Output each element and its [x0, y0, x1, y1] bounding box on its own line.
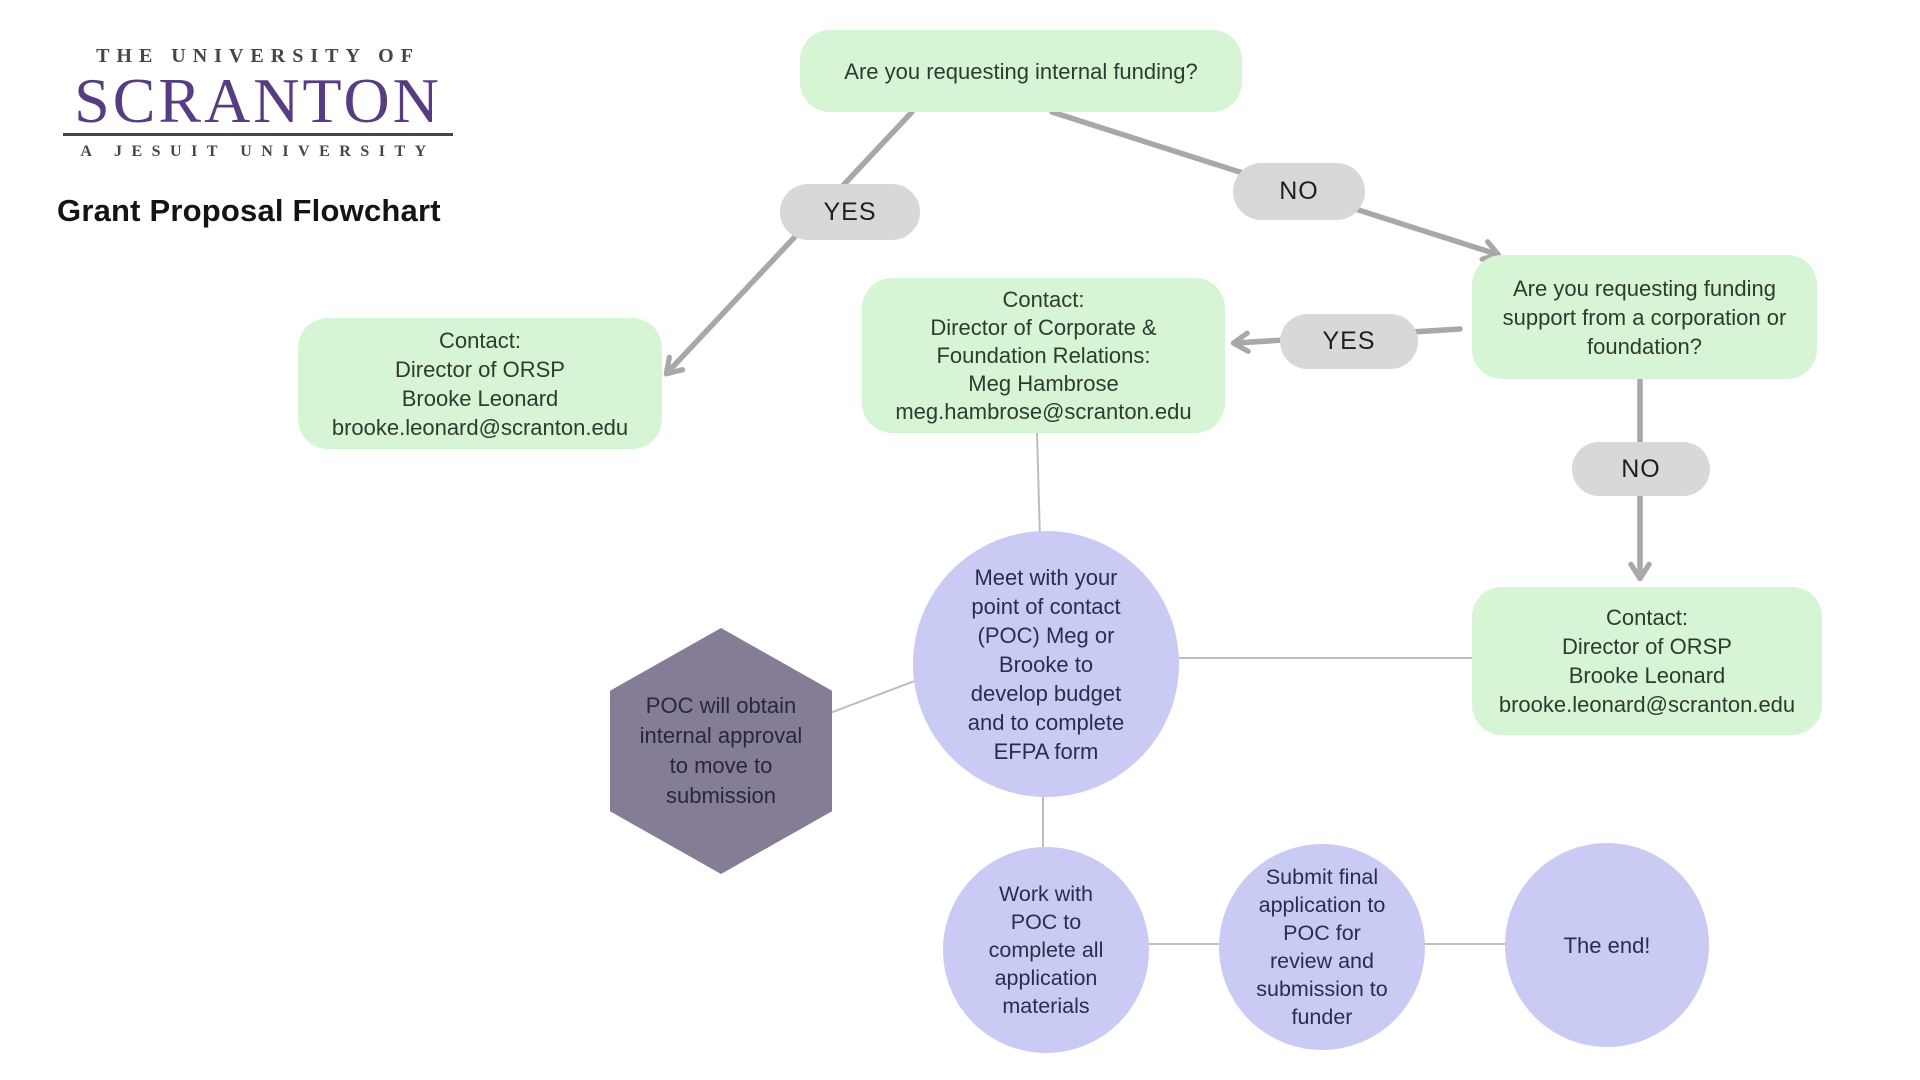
node-step-internal-approval: POC will obtain internal approval to mov… [610, 628, 832, 874]
node-contact-orsp-external: Contact: Director of ORSP Brooke Leonard… [1472, 587, 1822, 735]
label-no-internal: NO [1233, 163, 1365, 220]
node-question-corporation-funding: Are you requesting funding support from … [1472, 255, 1817, 379]
logo-line-jesuit: A JESUIT UNIVERSITY [80, 143, 436, 161]
logo-scranton-wordmark: SCRANTON [74, 65, 442, 136]
node-contact-orsp-internal: Contact: Director of ORSP Brooke Leonard… [298, 318, 662, 449]
logo-line-university-of: THE UNIVERSITY OF [96, 45, 420, 67]
node-question-internal-funding: Are you requesting internal funding? [800, 30, 1242, 112]
label-no-corporation: NO [1572, 442, 1710, 496]
node-step-meet-poc: Meet with your point of contact (POC) Me… [913, 531, 1179, 797]
node-step-work-with-poc: Work with POC to complete all applicatio… [943, 847, 1149, 1053]
connector-cfr-to-meet [1036, 432, 1041, 541]
label-yes-corporation: YES [1280, 314, 1418, 369]
node-contact-corporate-foundation: Contact: Director of Corporate & Foundat… [862, 278, 1225, 433]
node-step-the-end: The end! [1505, 843, 1709, 1047]
university-logo: THE UNIVERSITY OF SCRANTON A JESUIT UNIV… [57, 45, 459, 161]
logo-underline [63, 133, 453, 137]
page-title: Grant Proposal Flowchart [57, 193, 441, 228]
label-yes-internal: YES [780, 184, 920, 240]
connector-hexagon-to-meet [821, 678, 921, 717]
node-step-submit-final: Submit final application to POC for revi… [1219, 844, 1425, 1050]
